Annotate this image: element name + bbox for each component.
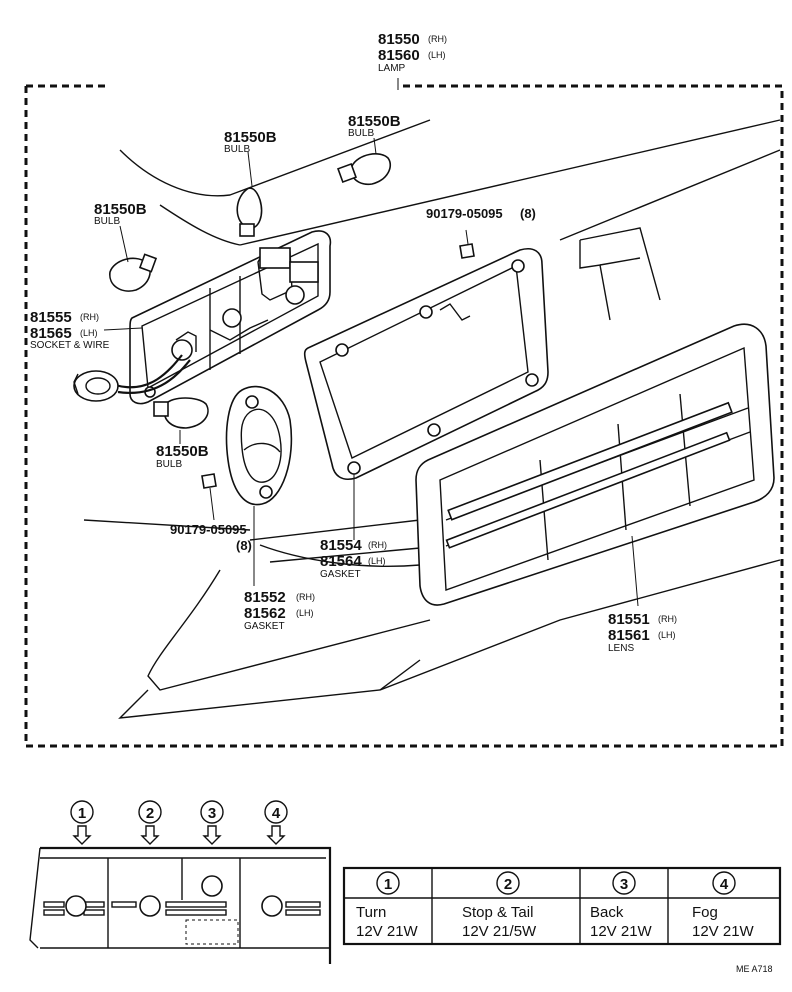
- svg-text:(LH): (LH): [658, 630, 676, 640]
- screw-upper-label: 90179-05095 (8): [426, 206, 536, 221]
- position-marker-2: 2: [138, 800, 162, 845]
- svg-text:12V 21W: 12V 21W: [692, 923, 755, 940]
- svg-text:81550B: 81550B: [348, 113, 401, 130]
- svg-text:90179-05095: 90179-05095: [426, 206, 503, 221]
- svg-text:BULB: BULB: [156, 459, 182, 470]
- car-body-outline: [83, 119, 781, 719]
- gasket-inner-label: 81552 (RH) 81562 (LH) GASKET: [244, 589, 315, 632]
- svg-text:90179-05095: 90179-05095: [170, 522, 247, 537]
- svg-text:(RH): (RH): [296, 592, 315, 602]
- svg-text:1: 1: [384, 876, 392, 893]
- svg-text:81550B: 81550B: [224, 129, 277, 146]
- svg-text:81562: 81562: [244, 605, 286, 622]
- table-col-4: 4 Fog 12V 21W: [692, 871, 755, 940]
- svg-text:LAMP: LAMP: [378, 63, 406, 74]
- svg-text:81564: 81564: [320, 553, 362, 570]
- socket-label: 81555 (RH) 81565 (LH) SOCKET & WIRE: [30, 309, 143, 351]
- screw-lower-label: 90179-05095 (8): [170, 522, 252, 553]
- svg-text:BULB: BULB: [94, 216, 120, 227]
- lamp-label: 81550 (RH) 81560 (LH) LAMP: [378, 31, 447, 74]
- svg-text:BULB: BULB: [348, 128, 374, 139]
- socket-wire: [73, 354, 191, 402]
- bulb-spec-table: 1 Turn 12V 21W 2 Stop & Tail 12V 21/5W 3…: [342, 866, 782, 946]
- svg-text:GASKET: GASKET: [244, 621, 285, 632]
- svg-text:4: 4: [720, 876, 729, 893]
- svg-text:12V 21/5W: 12V 21/5W: [462, 923, 537, 940]
- svg-text:81550B: 81550B: [156, 443, 209, 460]
- bulb-top-right-label: 81550B BULB: [348, 113, 401, 139]
- svg-text:81554: 81554: [320, 537, 362, 554]
- svg-text:GASKET: GASKET: [320, 569, 361, 580]
- svg-text:3: 3: [620, 876, 628, 893]
- svg-text:(LH): (LH): [296, 608, 314, 618]
- screw-upper: [459, 229, 475, 259]
- svg-text:(8): (8): [520, 206, 536, 221]
- svg-text:BULB: BULB: [224, 144, 250, 155]
- svg-text:2: 2: [504, 876, 512, 893]
- svg-text:4: 4: [272, 805, 281, 822]
- svg-text:81550: 81550: [378, 31, 420, 48]
- svg-text:2: 2: [146, 805, 154, 822]
- position-diagram: 1 2 3 4: [29, 800, 332, 964]
- screw-lower: [201, 473, 217, 521]
- svg-text:81565: 81565: [30, 325, 72, 342]
- bulb-top-right: [337, 137, 392, 186]
- gasket-outer-label: 81554 (RH) 81564 (LH) GASKET: [320, 537, 387, 580]
- svg-text:(LH): (LH): [80, 328, 98, 338]
- bulb-lower: [153, 397, 209, 444]
- table-col-2: 2 Stop & Tail 12V 21/5W: [462, 871, 537, 940]
- svg-text:Turn: Turn: [356, 904, 386, 921]
- svg-text:12V 21W: 12V 21W: [590, 923, 653, 940]
- svg-text:81551: 81551: [608, 611, 650, 628]
- assembly-boundary: [24, 84, 784, 748]
- svg-text:81555: 81555: [30, 309, 72, 326]
- position-marker-3: 3: [200, 800, 224, 845]
- svg-text:(RH): (RH): [658, 614, 677, 624]
- svg-text:81552: 81552: [244, 589, 286, 606]
- svg-text:(LH): (LH): [368, 556, 386, 566]
- svg-text:Stop & Tail: Stop & Tail: [462, 904, 533, 921]
- svg-text:LENS: LENS: [608, 643, 634, 654]
- table-col-1: 1 Turn 12V 21W: [356, 871, 419, 940]
- reference-code: ME A718: [736, 964, 773, 974]
- svg-text:3: 3: [208, 805, 216, 822]
- svg-text:(RH): (RH): [80, 312, 99, 322]
- svg-text:Back: Back: [590, 904, 624, 921]
- lens: [415, 323, 775, 607]
- svg-text:12V 21W: 12V 21W: [356, 923, 419, 940]
- lens-label: 81551 (RH) 81561 (LH) LENS: [608, 611, 677, 654]
- svg-text:81561: 81561: [608, 627, 650, 644]
- bulb-lower-label: 81550B BULB: [156, 443, 209, 470]
- table-col-3: 3 Back 12V 21W: [590, 871, 653, 940]
- svg-text:81560: 81560: [378, 47, 420, 64]
- bulb-top-label: 81550B BULB: [224, 129, 277, 155]
- inner-gasket: [225, 385, 293, 586]
- position-marker-1: 1: [70, 800, 94, 845]
- outer-gasket: [303, 248, 549, 540]
- bulb-left-label: 81550B BULB: [94, 201, 147, 227]
- svg-text:(RH): (RH): [428, 34, 447, 44]
- svg-text:SOCKET & WIRE: SOCKET & WIRE: [30, 340, 110, 351]
- bulb-left: [109, 225, 158, 292]
- svg-text:(RH): (RH): [368, 540, 387, 550]
- svg-text:(8): (8): [236, 538, 252, 553]
- bulb-top: [236, 151, 263, 237]
- svg-text:1: 1: [78, 805, 86, 822]
- svg-text:81550B: 81550B: [94, 201, 147, 218]
- position-marker-4: 4: [264, 800, 288, 845]
- svg-text:(LH): (LH): [428, 50, 446, 60]
- svg-text:Fog: Fog: [692, 904, 718, 921]
